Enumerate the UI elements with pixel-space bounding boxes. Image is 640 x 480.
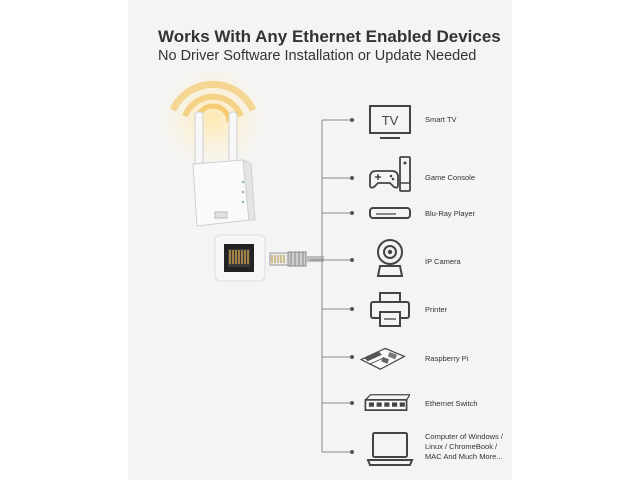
device-label-game-console: Game Console [425, 173, 476, 182]
bluray-player-icon [369, 207, 411, 219]
device-label-ip-camera: IP Camera [425, 257, 461, 266]
ethernet-switch-icon [364, 394, 410, 411]
game-console-icon [369, 156, 411, 192]
device-label-smart-tv: Smart TV [425, 115, 457, 124]
device-label-ethernet-switch: Ethernet Switch [425, 399, 478, 408]
page-subtitle: No Driver Software Installation or Updat… [158, 48, 477, 64]
ethernet-cable-icon [269, 251, 324, 267]
device-label-computer: Computer of Windows / Linux / ChromeBook… [425, 432, 503, 461]
ip-camera-icon [376, 239, 404, 277]
ethernet-port-icon [214, 234, 266, 282]
laptop-icon [366, 432, 414, 466]
router-image [158, 70, 268, 227]
device-label-printer: Printer [425, 305, 448, 314]
device-label-raspberry-pi: Raspberry Pi [425, 354, 469, 363]
tv-icon: TV [369, 105, 411, 139]
page-title: Works With Any Ethernet Enabled Devices [158, 27, 501, 46]
device-label-bluray-player: Blu-Ray Player [425, 209, 476, 218]
tv-icon-text: TV [382, 113, 399, 128]
raspberry-pi-icon [359, 347, 406, 370]
printer-icon [370, 292, 410, 327]
